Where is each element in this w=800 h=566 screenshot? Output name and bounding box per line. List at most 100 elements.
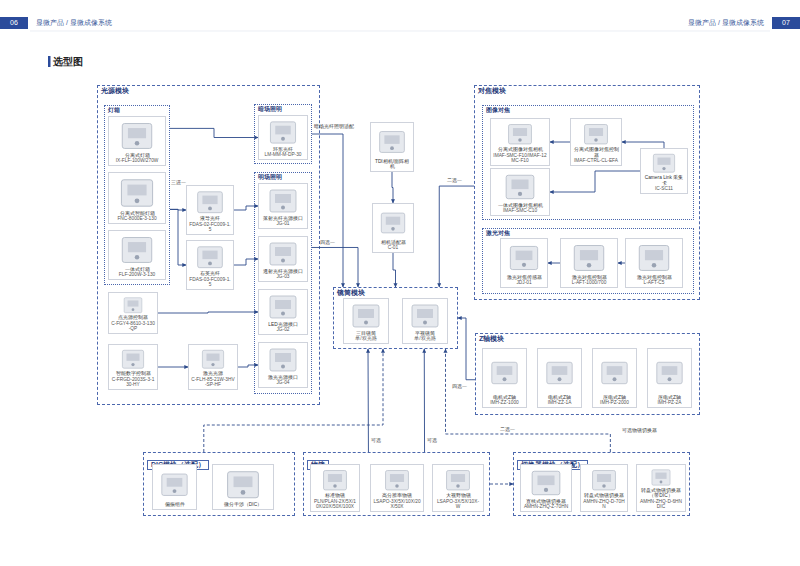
product-text: 直线式物镜切换器AMHN-ZHQ-Z-70HN (523, 499, 569, 510)
product-box: 环形光纤LM-MM-M-DP-30 (258, 115, 308, 160)
product-detail (602, 484, 606, 488)
product-body (506, 175, 534, 198)
product-text: 落射光纤光源接口JG-01 (261, 216, 305, 227)
product-detail (206, 354, 219, 361)
product-model: JG-02 (261, 327, 305, 333)
product-name: 平视镜筒 (405, 331, 445, 337)
product-box: 点光源控制器C-FGY4-8610-3-130-QP (108, 292, 158, 334)
product-model: IMH-PZ-2000 (595, 400, 634, 406)
product-detail (456, 484, 460, 488)
product-text: 转盘式物镜切换器（带DIC）AMHN-ZHQ-D-6HNDIC (639, 488, 683, 510)
product-model: AMHN-ZHQ-Z-70HN (523, 504, 569, 510)
product-text: 石英光纤FDAS-03-FC009-1.5 (189, 271, 231, 288)
product-text: 激光光源C-FLH-85-21W-3HV-SP-HF (191, 371, 235, 388)
product-model: IMH-ZZ-1A (540, 400, 579, 406)
product-detail (135, 255, 140, 260)
group-heading: 光源模块 (98, 86, 319, 96)
product-detail (607, 366, 623, 375)
product-text: 平视镜筒单/双光路 (405, 331, 445, 342)
product-illustration (261, 345, 305, 375)
product-box: 压电式Z轴IMH-PZ-2000 (592, 348, 637, 408)
product-box: 激光光源C-FLH-85-21W-3HV-SP-HF (188, 344, 238, 390)
product-name: 一体式图像对焦相机 (493, 203, 547, 209)
product-text: 压电式Z轴IMH-PZ-2000 (595, 395, 634, 406)
page-number-tab (0, 17, 28, 29)
product-box: 液导光纤FDAS-02-FC009-1.5 (186, 185, 234, 235)
product-box: LED光源接口JG-02 (258, 289, 308, 335)
product-name: 液导光纤 (189, 216, 231, 222)
product-illustration (405, 301, 445, 331)
product-body (202, 350, 223, 368)
product-detail (544, 488, 548, 492)
product-text: 相机适配器C-01 (375, 240, 411, 251)
product-box: 转盘式物镜切换器AMHN-ZHQ-D-70HN (580, 464, 628, 512)
product-name: 直线式物镜切换器 (523, 499, 569, 505)
product-text: 大视野物镜LSAPO-3X/5X/10X-W (435, 493, 481, 510)
product-text: 电机式Z轴IMH-ZZ-1A (540, 395, 579, 406)
product-text: 分离式图像对焦控制器IMAF-CTRL-CL-EFA (573, 147, 619, 164)
product-name: 一体式灯箱 (111, 267, 163, 273)
product-text: 透射光纤光源接口JG-03 (261, 269, 305, 280)
product-body (122, 124, 151, 149)
product-name: 石英光纤 (189, 271, 231, 277)
product-box: Camera Link 采集卡IC-SC11 (640, 148, 688, 194)
product-model: IMH-ZZ-1000 (485, 400, 524, 406)
product-detail (358, 309, 374, 318)
module-group: 灯箱分离式灯箱IX-FLF-100W/270W分离式智能灯箱FNC-8000E-… (104, 105, 170, 285)
module-group: 暗场照明环形光纤LM-MM-M-DP-30 (254, 104, 312, 164)
product-box: 分离式灯箱IX-FLF-100W/270W (108, 116, 166, 166)
selection-note: 可选物镜切换器 (622, 428, 657, 434)
product-body (492, 362, 517, 383)
product-detail (645, 250, 663, 260)
edge-label: 二选一 (447, 178, 462, 184)
product-detail (167, 478, 183, 487)
product-box: 偏振组件 (152, 464, 197, 510)
product-box: 平视镜筒单/双光路 (402, 298, 448, 344)
product-detail (132, 308, 135, 311)
diagram-title: 选型图 (53, 55, 83, 69)
product-detail (497, 366, 513, 375)
connector-arrow (234, 206, 258, 210)
product-illustration (540, 351, 579, 395)
module-group: DIC模块（选配）偏振组件微分干涉（DIC） (143, 452, 295, 516)
product-detail (511, 180, 528, 190)
product-text: 激光对焦控制器L-AFT-C5 (628, 275, 680, 286)
product-detail (660, 481, 663, 484)
product-illustration (313, 467, 357, 493)
product-model: L-AFT-C5 (628, 280, 680, 286)
edge-label: 可选 (371, 438, 381, 444)
product-detail (128, 300, 139, 306)
product-body (381, 213, 404, 233)
optional-connector (446, 349, 611, 452)
product-detail (131, 363, 134, 366)
product-detail (275, 194, 291, 203)
product-body (574, 246, 603, 271)
product-text: 偏振组件 (155, 502, 194, 508)
product-detail (652, 263, 657, 268)
product-text: 分离式灯箱IX-FLF-100W/270W (111, 153, 163, 164)
product-box: TDI相机/面阵相机 (370, 122, 414, 172)
product-body (270, 190, 296, 212)
product-body (653, 154, 674, 172)
product-body (228, 472, 259, 498)
product-name: 激光对焦传感器 (503, 275, 545, 281)
product-body (270, 122, 295, 143)
product-box: 一体式灯箱FLF-200W-3-130 (108, 230, 166, 280)
product-detail (135, 198, 140, 203)
group-heading: 暗场照明 (255, 105, 311, 114)
product-detail (597, 474, 611, 482)
product-box: 一体式图像对焦相机IMAF-SMC-C10 (490, 168, 550, 216)
product-illustration (215, 467, 271, 502)
product-detail (128, 242, 146, 252)
connector-arrow (234, 259, 258, 265)
product-text: 压电式Z轴IMH-PZ-2A (650, 395, 689, 406)
connector-arrow (368, 349, 369, 452)
product-detail (364, 320, 368, 324)
connector-arrow (238, 365, 258, 367)
section-header: 显微产品 / 显微成像系统 (560, 19, 764, 27)
page-number: 06 (0, 19, 28, 27)
connector-arrow (170, 209, 186, 211)
product-text: 分离式智能灯箱FNC-8000E-3-130 (111, 211, 163, 222)
product-detail (655, 473, 666, 479)
product-illustration (261, 186, 305, 216)
